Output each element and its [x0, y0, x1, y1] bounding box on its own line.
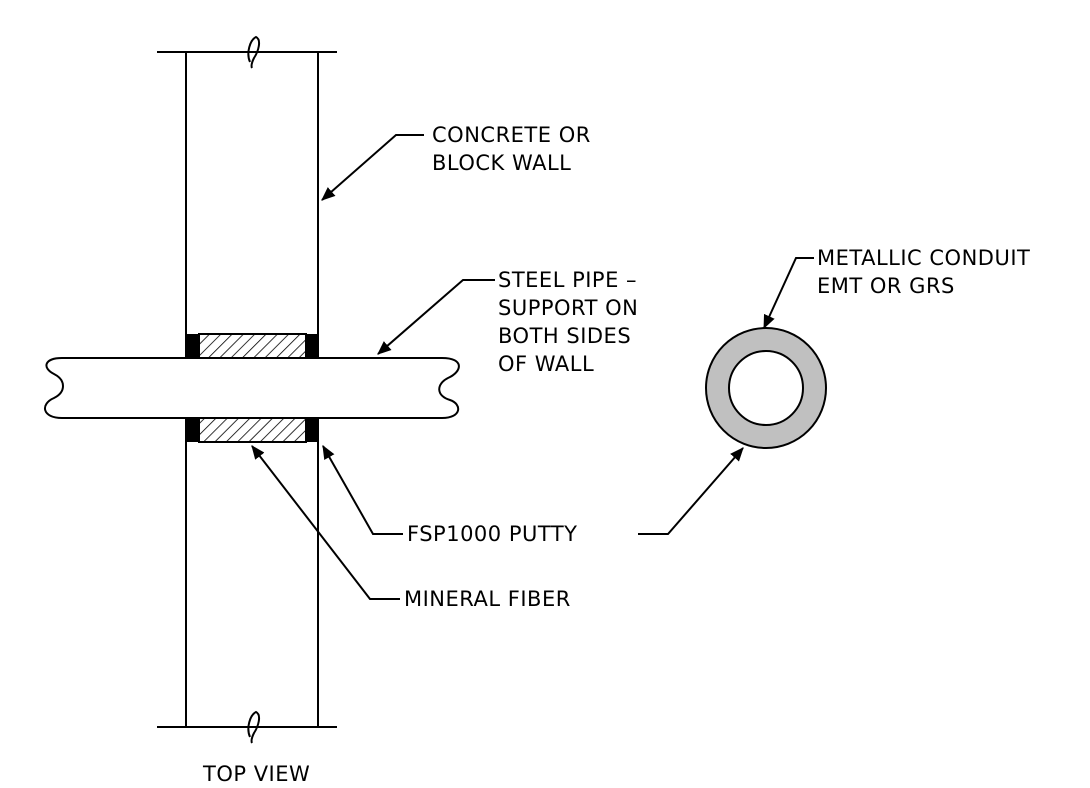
putty-top-left [186, 334, 199, 358]
leader-concrete-wall [321, 134, 424, 201]
leader-putty-to-wall [322, 444, 403, 535]
leader-mineral-fiber [251, 445, 400, 600]
top-break-symbol [247, 35, 261, 69]
putty-bottom-right [306, 418, 318, 442]
label-mineral-fiber: MINERAL FIBER [404, 587, 571, 611]
conduit-bore [728, 350, 804, 426]
view-title: TOP VIEW [203, 762, 311, 786]
label-metallic-conduit: METALLIC CONDUIT EMT OR GRS [817, 246, 1031, 298]
putty-top-right [306, 334, 318, 358]
mineral-fiber-top [198, 333, 307, 359]
bottom-break-symbol [247, 710, 261, 744]
label-steel-pipe: STEEL PIPE – SUPPORT ON BOTH SIDES OF WA… [498, 268, 639, 376]
label-concrete-wall: CONCRETE OR BLOCK WALL [432, 123, 591, 175]
steel-pipe [44, 357, 460, 419]
leader-putty-to-conduit [638, 447, 744, 535]
leader-metallic-conduit [763, 257, 814, 330]
putty-bottom-left [186, 418, 199, 442]
mineral-fiber-bottom [198, 417, 307, 443]
leader-steel-pipe [377, 279, 495, 355]
label-putty: FSP1000 PUTTY [407, 522, 578, 546]
